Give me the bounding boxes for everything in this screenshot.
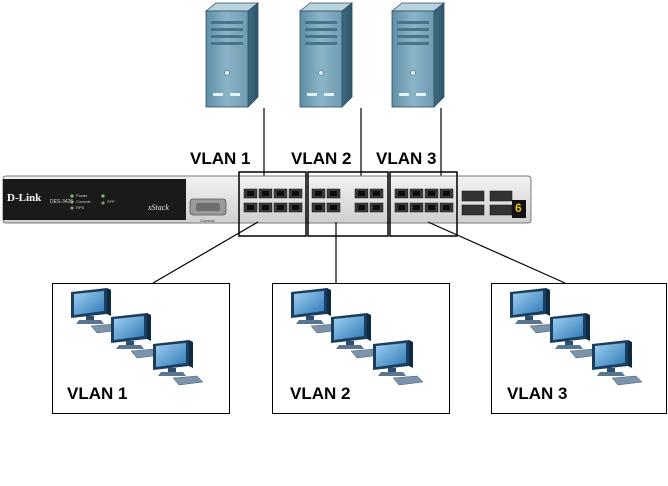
computer-icon	[591, 339, 643, 386]
product-line-label: xStack	[148, 203, 169, 212]
led-label-rps: RPS	[76, 205, 85, 210]
vlan-label-2: VLAN 2	[291, 149, 352, 168]
vlan2-port-group	[307, 171, 389, 237]
connection-line	[427, 221, 566, 284]
vlan-label-1: VLAN 1	[190, 149, 251, 168]
switch-brand-logo: D-Link	[7, 192, 42, 204]
vlan1-port-group	[238, 171, 307, 237]
server-icon	[205, 2, 259, 108]
network-switch	[2, 175, 532, 224]
group-label-2: VLAN 2	[290, 384, 351, 403]
server-icon	[299, 2, 353, 108]
console-port-label: Console	[200, 218, 215, 223]
vlan-label-3: VLAN 3	[376, 149, 437, 168]
switch-brand-panel	[3, 179, 186, 220]
group-label-3: VLAN 3	[507, 384, 568, 403]
vlan3-port-group	[389, 171, 458, 237]
unit-number-display: 6	[515, 201, 522, 215]
vlan1-client-group: VLAN 1	[52, 283, 230, 414]
vlan2-client-group: VLAN 2	[272, 283, 450, 414]
connection-line	[152, 221, 259, 284]
led-label-power: Power	[76, 193, 88, 198]
vlan3-client-group: VLAN 3	[491, 283, 667, 414]
led-label-sfp: SFP	[107, 199, 115, 204]
computer-icon	[152, 339, 204, 386]
led-label-console: Console	[76, 199, 91, 204]
server-icon	[391, 2, 445, 108]
switch-model-label: DES-3426	[50, 199, 74, 205]
computer-icon	[372, 339, 424, 386]
group-label-1: VLAN 1	[67, 384, 128, 403]
